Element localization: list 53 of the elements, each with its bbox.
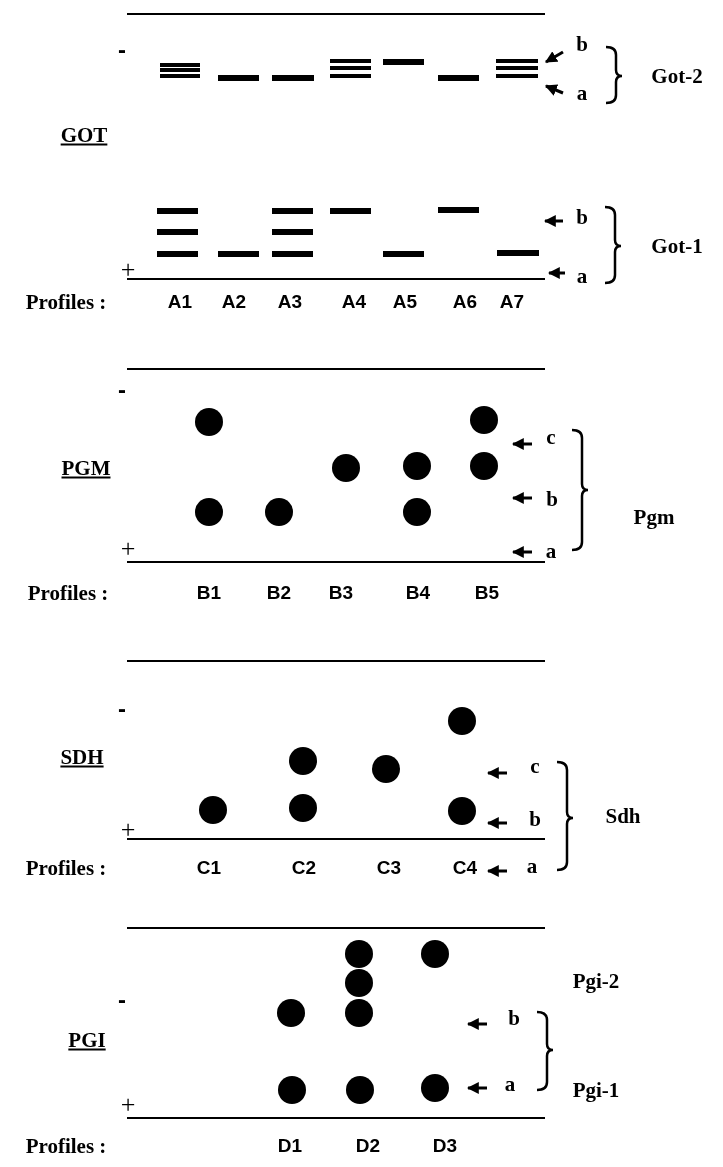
allele-label: Profiles : bbox=[27, 580, 109, 606]
allele-label: Profiles : bbox=[25, 855, 107, 881]
lane-label: B4 bbox=[405, 582, 431, 604]
allele-label: Profiles : bbox=[25, 289, 107, 315]
cathode-sign: - bbox=[118, 376, 126, 404]
allele-label: a bbox=[526, 853, 538, 879]
cathode-sign: - bbox=[118, 986, 126, 1014]
cathode-sign: - bbox=[118, 36, 126, 64]
allele-label: Pgi-2 bbox=[572, 968, 620, 994]
lane-label: B5 bbox=[474, 582, 500, 604]
lane-label: B3 bbox=[328, 582, 354, 604]
lane-label: A5 bbox=[392, 291, 418, 313]
allele-label: a bbox=[576, 263, 588, 289]
enzyme-label: PGM bbox=[61, 455, 111, 481]
lane-label: D1 bbox=[277, 1135, 303, 1157]
lane-label: A7 bbox=[499, 291, 525, 313]
allele-label: Sdh bbox=[605, 803, 641, 829]
allele-label: b bbox=[576, 31, 588, 57]
lane-label: A2 bbox=[221, 291, 247, 313]
anode-sign: + bbox=[120, 815, 136, 845]
lane-label: C4 bbox=[452, 857, 478, 879]
lane-label: A1 bbox=[167, 291, 193, 313]
allele-label: b bbox=[529, 806, 541, 832]
lane-label: A6 bbox=[452, 291, 478, 313]
lane-label: B1 bbox=[196, 582, 222, 604]
anode-sign: + bbox=[120, 1090, 136, 1120]
anode-sign: + bbox=[120, 255, 136, 285]
allele-label: Profiles : bbox=[25, 1133, 107, 1159]
allele-label: a bbox=[504, 1071, 516, 1097]
allele-label: a bbox=[545, 538, 557, 564]
lane-label: C2 bbox=[291, 857, 317, 879]
allele-label: Pgi-1 bbox=[572, 1077, 620, 1103]
enzyme-label: GOT bbox=[60, 122, 108, 148]
allele-label: b bbox=[546, 486, 558, 512]
lane-label: A4 bbox=[341, 291, 367, 313]
anode-sign: + bbox=[120, 534, 136, 564]
cathode-sign: - bbox=[118, 695, 126, 723]
lane-label: B2 bbox=[266, 582, 292, 604]
enzyme-label: SDH bbox=[60, 744, 104, 770]
enzyme-label: PGI bbox=[68, 1027, 106, 1053]
allele-label: Got-2 bbox=[651, 63, 703, 89]
allele-label: Pgm bbox=[633, 504, 675, 530]
allele-label: c bbox=[546, 424, 556, 450]
allele-label: c bbox=[530, 753, 540, 779]
allele-label: b bbox=[508, 1005, 520, 1031]
lane-label: D2 bbox=[355, 1135, 381, 1157]
allele-label: a bbox=[576, 80, 588, 106]
lane-label: D3 bbox=[432, 1135, 458, 1157]
lane-label: C3 bbox=[376, 857, 402, 879]
allele-label: Got-1 bbox=[651, 233, 703, 259]
lane-label: C1 bbox=[196, 857, 222, 879]
allele-label: b bbox=[576, 204, 588, 230]
lane-label: A3 bbox=[277, 291, 303, 313]
